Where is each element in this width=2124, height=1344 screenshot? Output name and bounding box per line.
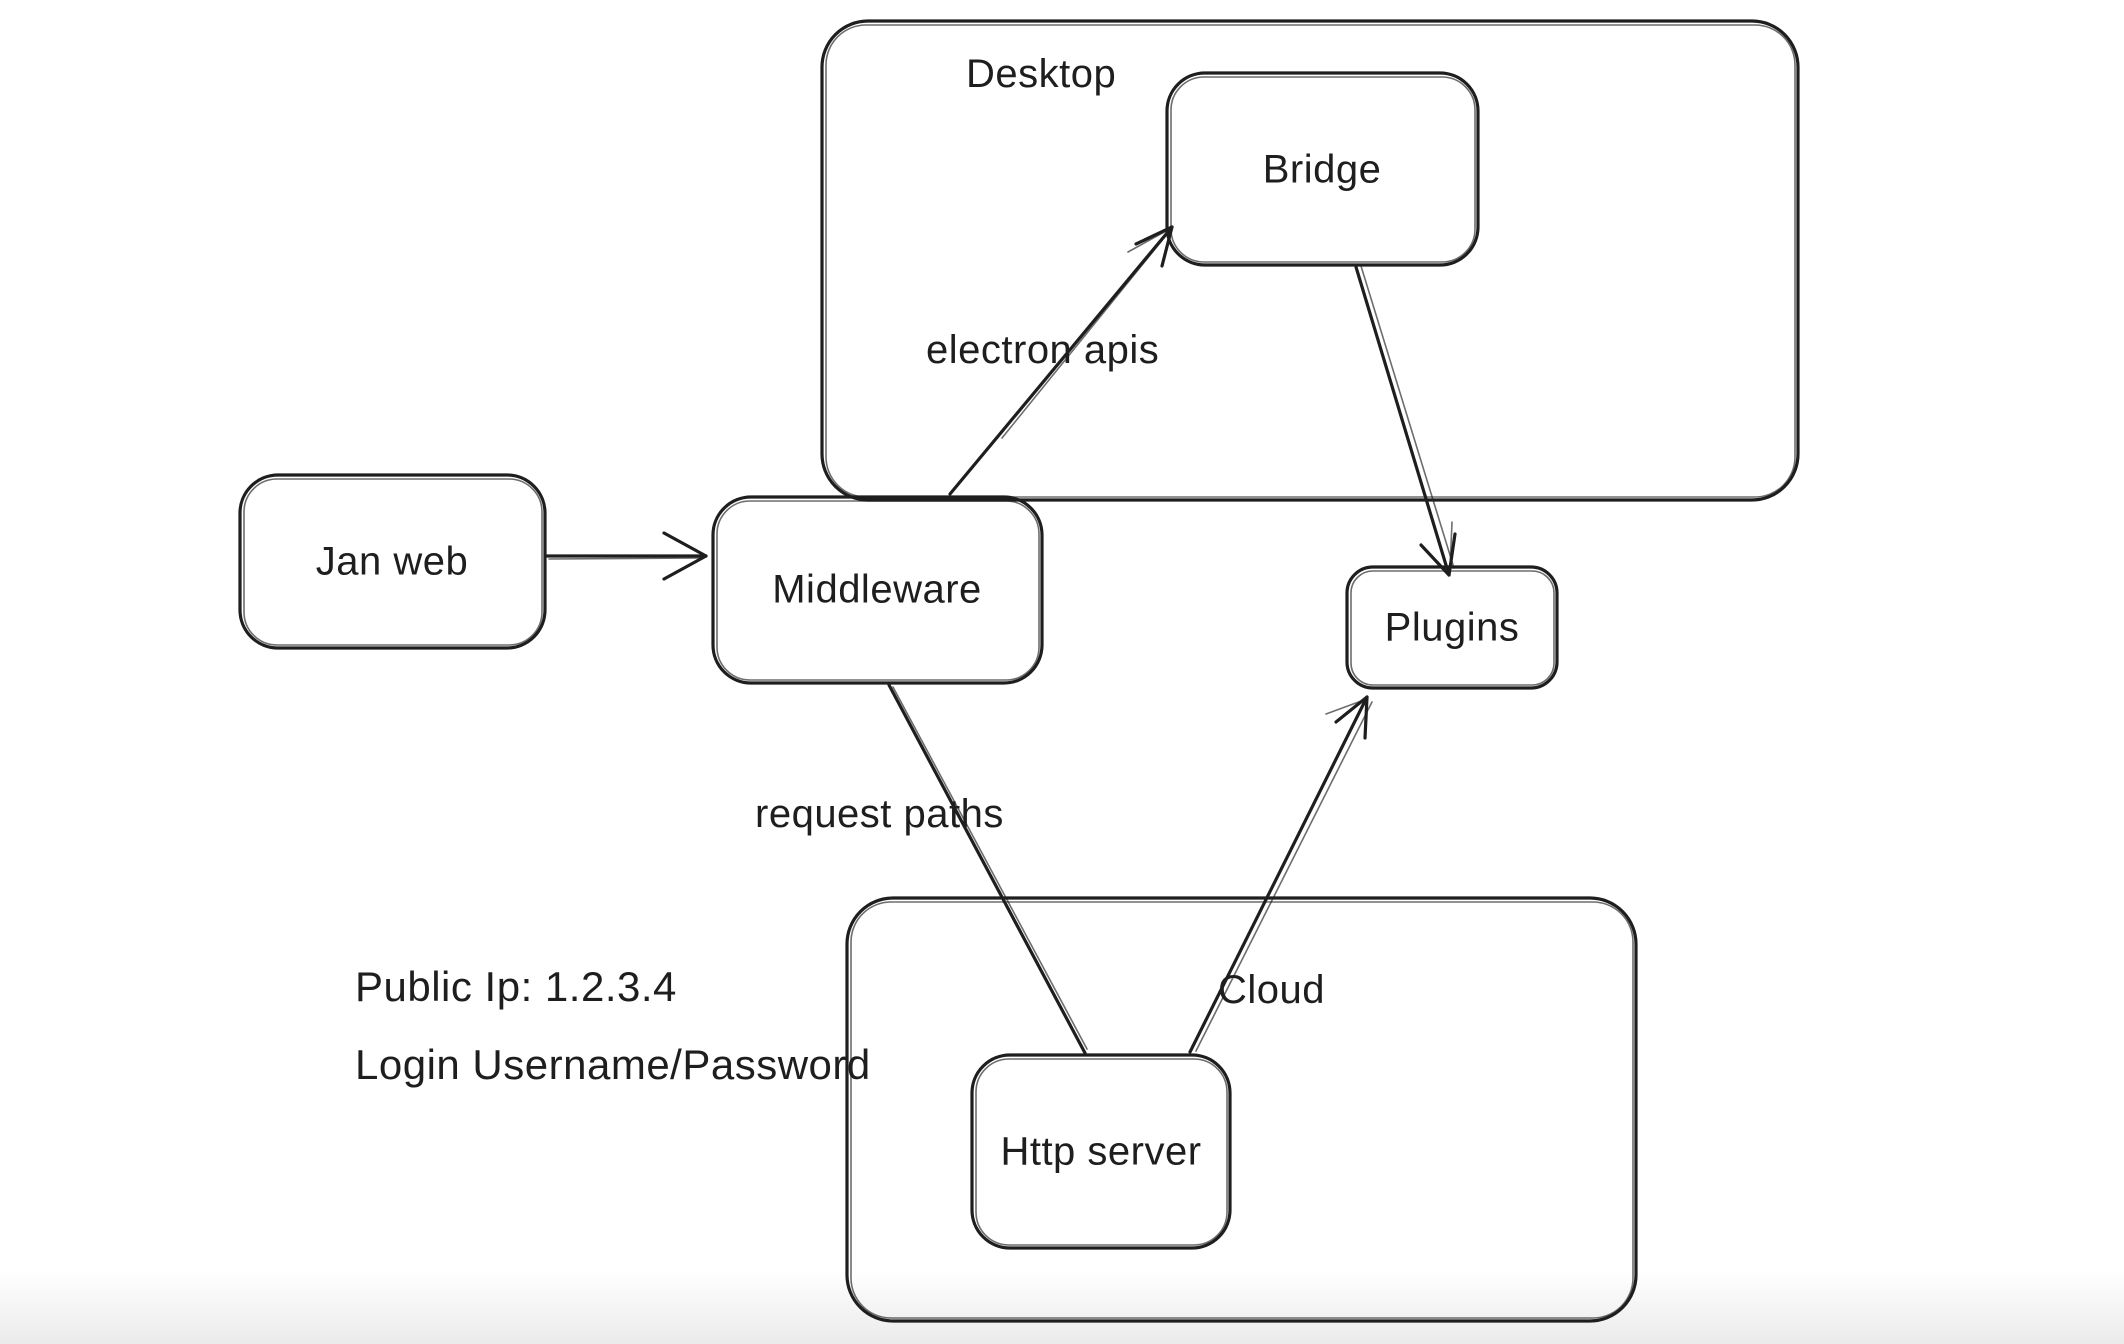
cloud-container-shape[interactable]: [845, 896, 1638, 1323]
http-server-label[interactable]: Http server: [1000, 1129, 1202, 1174]
bridge-label[interactable]: Bridge: [1262, 147, 1382, 192]
cloud-label[interactable]: Cloud: [1218, 968, 1326, 1012]
bridge-box[interactable]: [1165, 71, 1480, 267]
request-paths-edge-label[interactable]: request paths: [755, 792, 1004, 836]
arrow-middleware-to-http-server[interactable]: [887, 683, 1088, 1055]
desktop-label[interactable]: Desktop: [966, 52, 1117, 96]
http-server-box[interactable]: [970, 1053, 1232, 1250]
credentials-note[interactable]: Public Ip: 1.2.3.4 Login Username/Passwo…: [355, 948, 871, 1104]
electron-apis-edge-label[interactable]: electron apis: [926, 328, 1160, 372]
note-line-public-ip[interactable]: Public Ip: 1.2.3.4: [355, 963, 677, 1010]
desktop-container-shape[interactable]: [820, 19, 1800, 502]
arrow-jan-web-to-middleware[interactable]: [545, 531, 708, 581]
arrow-bridge-to-plugins[interactable]: [1354, 265, 1457, 577]
note-line-login[interactable]: Login Username/Password: [355, 1041, 871, 1088]
arrow-http-server-to-plugins[interactable]: [1188, 695, 1373, 1054]
jan-web-box[interactable]: [238, 473, 547, 650]
plugins-box[interactable]: [1345, 565, 1559, 690]
middleware-label[interactable]: Middleware: [772, 567, 982, 612]
plugins-label[interactable]: Plugins: [1384, 605, 1520, 650]
middleware-box[interactable]: [711, 495, 1044, 685]
arrow-middleware-to-bridge[interactable]: [948, 225, 1174, 496]
jan-web-label[interactable]: Jan web: [315, 539, 469, 584]
